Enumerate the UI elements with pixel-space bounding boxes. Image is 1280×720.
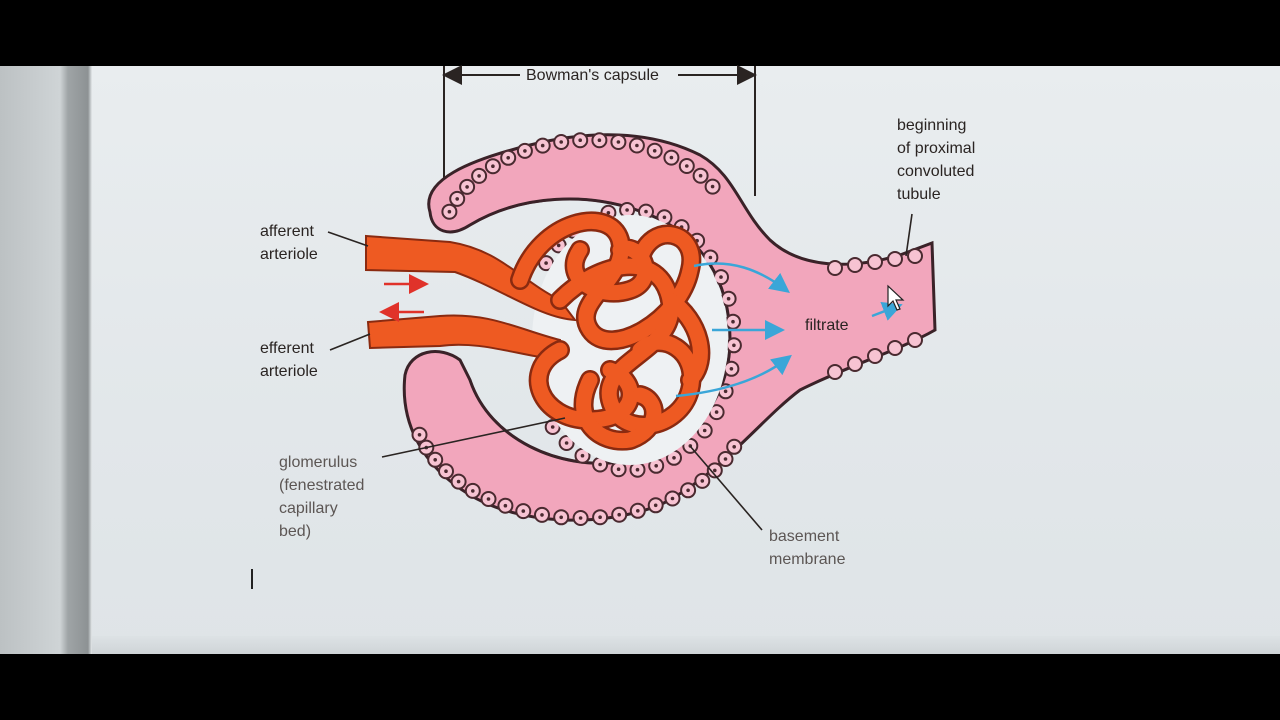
cell-nucleus <box>635 143 639 148</box>
cell-nucleus <box>598 515 602 519</box>
cell-nucleus <box>719 275 723 279</box>
cell-nucleus <box>544 261 548 265</box>
epithelial-cell <box>827 260 843 276</box>
cell-nucleus <box>672 456 676 460</box>
text-caret <box>251 569 253 589</box>
cell-nucleus <box>686 488 690 493</box>
cell-nucleus <box>597 138 602 142</box>
cell-nucleus <box>654 464 658 468</box>
cell-nucleus <box>708 255 713 260</box>
epithelial-cell <box>847 257 863 273</box>
bowmans-capsule-label: Bowman's capsule <box>526 67 659 84</box>
epithelial-cell <box>847 356 863 372</box>
cell-nucleus <box>729 367 734 371</box>
epithelial-cell <box>867 254 883 270</box>
cell-nucleus <box>564 441 569 445</box>
cell-nucleus <box>670 496 675 501</box>
cell-nucleus <box>702 428 707 433</box>
cell-nucleus <box>477 174 481 178</box>
cell-nucleus <box>723 457 728 461</box>
filtrate-label: filtrate <box>805 317 849 334</box>
cell-nucleus <box>636 509 640 513</box>
cell-nucleus <box>506 156 511 160</box>
epithelial-cell <box>907 248 923 264</box>
cell-nucleus <box>731 319 735 324</box>
cell-nucleus <box>540 143 545 148</box>
epithelial-cell <box>887 340 903 356</box>
epithelial-cells <box>411 132 923 526</box>
basement-membrane-label: basement membrane <box>769 528 846 568</box>
cell-nucleus <box>455 197 460 201</box>
glomerulus-label: glomerulus (fenestrated capillary bed) <box>279 454 365 540</box>
cell-nucleus <box>486 497 491 501</box>
cell-nucleus <box>433 458 438 462</box>
cell-nucleus <box>685 164 689 168</box>
proximal-tubule-label: beginning of proximal convoluted tubule <box>897 117 976 203</box>
afferent-arteriole-label: afferent arteriole <box>260 223 318 263</box>
cell-nucleus <box>447 209 452 214</box>
cell-nucleus <box>471 489 475 493</box>
cell-nucleus <box>456 479 461 484</box>
page-bottom-edge <box>92 636 1280 654</box>
cell-nucleus <box>559 515 563 520</box>
epithelial-cell <box>887 251 903 267</box>
cell-nucleus <box>653 503 658 508</box>
cell-nucleus <box>700 479 705 483</box>
cell-nucleus <box>523 149 527 153</box>
cell-nucleus <box>710 184 715 189</box>
cell-nucleus <box>726 296 731 301</box>
epithelial-cell <box>827 364 843 380</box>
epithelial-cell <box>907 332 923 348</box>
cell-nucleus <box>616 140 621 144</box>
cell-nucleus <box>723 389 728 394</box>
cell-nucleus <box>732 445 736 449</box>
cell-nucleus <box>550 425 555 429</box>
move-cursor-icon <box>887 284 905 311</box>
cell-nucleus <box>616 467 621 472</box>
cell-nucleus <box>444 469 448 474</box>
bowmans-capsule-bracket <box>442 65 757 196</box>
cell-nucleus <box>625 208 629 212</box>
cell-nucleus <box>644 209 648 214</box>
efferent-arteriole-vessel <box>366 314 561 362</box>
cell-nucleus <box>714 410 719 414</box>
cell-nucleus <box>521 509 526 513</box>
cell-nucleus <box>698 173 703 178</box>
cell-nucleus <box>578 516 583 520</box>
cell-nucleus <box>580 453 585 458</box>
cell-nucleus <box>598 462 602 467</box>
cell-nucleus <box>652 149 657 153</box>
efferent-arteriole-label: efferent arteriole <box>260 340 318 380</box>
cell-nucleus <box>540 513 544 517</box>
epithelial-cell <box>867 348 883 364</box>
blood-flow-arrows <box>379 274 429 322</box>
cell-nucleus <box>578 138 582 142</box>
afferent-arteriole-vessel <box>365 234 578 322</box>
arterioles <box>365 234 578 362</box>
cell-nucleus <box>559 140 563 144</box>
cell-nucleus <box>635 467 640 472</box>
glomerulus-capillaries <box>510 211 711 451</box>
cell-nucleus <box>417 433 422 437</box>
cell-nucleus <box>465 185 469 189</box>
filtrate-flow-arrows <box>675 262 903 398</box>
cell-nucleus <box>556 243 561 248</box>
cell-nucleus <box>606 211 611 215</box>
leader-lines <box>327 213 913 531</box>
cell-nucleus <box>662 215 667 220</box>
cell-nucleus <box>503 503 508 508</box>
cell-nucleus <box>732 343 736 348</box>
cell-nucleus <box>713 468 717 473</box>
cell-nucleus <box>669 155 674 160</box>
cell-nucleus <box>491 164 495 168</box>
cell-nucleus <box>617 512 621 517</box>
